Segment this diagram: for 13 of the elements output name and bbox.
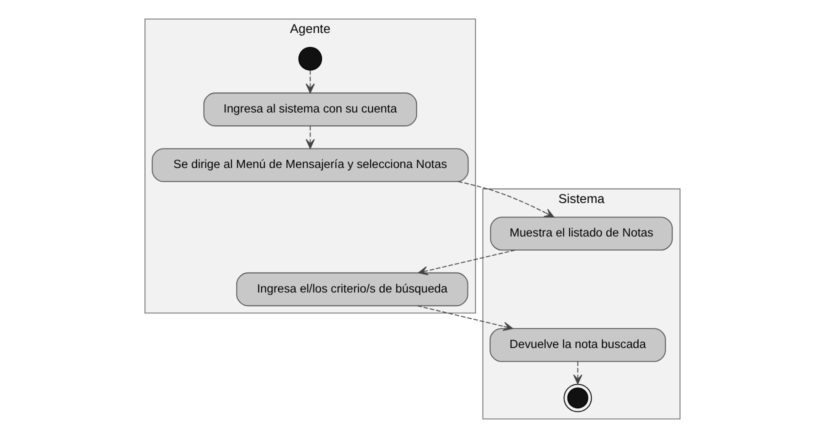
arrow — [305, 70, 314, 94]
node-box: Devuelve la nota buscada — [489, 328, 666, 362]
node-box: Se dirige al Menú de Mensajería y selecciona Notas — [151, 148, 468, 182]
node-box: Ingresa el/los criterio/s de búsqueda — [236, 272, 468, 306]
arrow — [417, 250, 516, 276]
node-box: Muestra el listado de Notas — [490, 216, 672, 250]
node-bullseye — [563, 384, 592, 412]
arrow — [572, 361, 582, 384]
arrow — [305, 125, 314, 149]
arrow — [457, 181, 554, 218]
node-circle — [298, 46, 322, 71]
node-box: Ingresa al sistema con su cuenta — [202, 92, 417, 126]
arrow — [416, 305, 513, 331]
